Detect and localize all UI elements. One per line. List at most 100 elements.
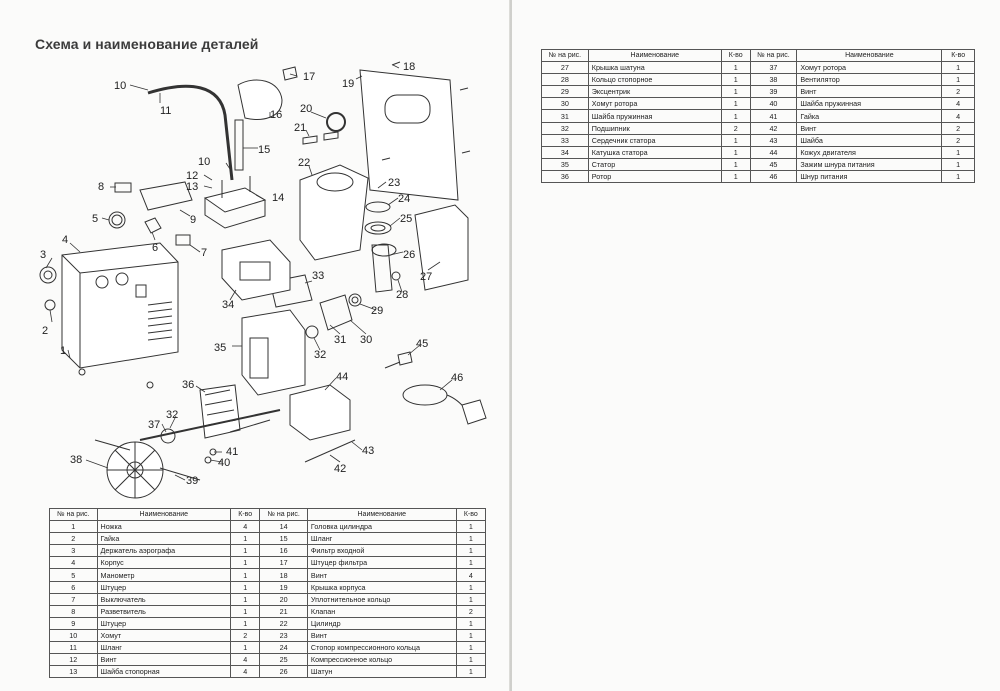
part-number: 1 [49,520,98,534]
col-header-name: Наименование [306,507,457,522]
callout-label: 8 [98,181,104,193]
part-name: Вентилятор [796,73,943,87]
part-qty: 1 [941,73,975,87]
part-number: 16 [259,544,308,558]
callout-label: 3 [40,249,46,261]
callout-label: 36 [182,379,194,391]
part-name: Цилиндр [306,616,457,630]
part-name: Компрессионное кольцо [306,653,457,667]
part-qty: 1 [720,61,751,75]
callout-label: 17 [303,71,315,83]
col-header-num: № на рис. [749,48,798,63]
part-qty: 1 [230,604,261,618]
part-name: Кожух двигателя [796,145,943,159]
part-qty: 1 [455,544,487,558]
part-name: Манометр [96,568,232,582]
part-qty: 1 [720,157,751,171]
part-qty: 4 [455,568,487,582]
part-name: Подшипник [587,121,722,135]
part-number: 31 [541,109,589,123]
callout-label: 44 [336,371,348,383]
part-number: 44 [749,145,798,159]
callout-label: 4 [62,234,68,246]
part-number: 4 [49,556,98,570]
callout-label: 11 [160,105,171,117]
part-number: 27 [541,61,589,75]
part-qty: 4 [941,97,975,111]
callout-label: 9 [190,214,196,226]
part-number: 20 [259,592,308,606]
part-qty: 1 [941,157,975,171]
part-qty: 1 [720,133,751,147]
part-number: 6 [49,580,98,594]
part-name: Фильтр входной [306,544,457,558]
callout-label: 1 [60,345,66,357]
part-name: Хомут ротора [587,97,722,111]
part-number: 29 [541,85,589,99]
callout-label: 28 [396,289,408,301]
callout-label: 6 [152,242,158,254]
part-qty: 1 [455,592,487,606]
housing-part [61,242,179,389]
part-qty: 2 [941,121,975,135]
part-number: 34 [541,145,589,159]
callout-label: 13 [186,181,198,193]
callout-label: 24 [398,193,410,205]
callout-label: 10 [114,80,126,92]
part-qty: 1 [230,568,261,582]
part-number: 17 [259,556,308,570]
part-name: Кольцо стопорное [587,73,722,87]
part-number: 10 [49,628,98,643]
part-name: Гайка [796,109,943,123]
col-header-qty: К-во [455,507,487,522]
part-qty: 4 [941,109,975,123]
col-header-num: № на рис. [259,507,308,522]
callout-label: 43 [362,445,374,457]
callout-label: 40 [218,457,230,469]
part-qty: 1 [720,73,751,87]
part-number: 41 [749,109,798,123]
part-number: 9 [49,616,98,630]
part-qty: 4 [230,653,261,667]
part-name: Стопор компрессионного кольца [306,641,457,655]
part-number: 7 [49,592,98,606]
part-qty: 4 [230,520,261,534]
part-qty: 1 [455,616,487,630]
part-qty: 2 [230,628,261,643]
part-number: 28 [541,73,589,87]
part-number: 5 [49,568,98,582]
part-name: Штуцер [96,580,232,594]
callout-label: 37 [148,419,160,431]
part-qty: 1 [455,628,487,643]
part-qty: 2 [455,604,487,618]
part-name: Хомут ротора [796,61,943,75]
part-number: 35 [541,157,589,171]
part-number: 26 [259,665,308,679]
part-name: Статор [587,157,722,171]
part-name: Шнур питания [796,169,943,184]
part-name: Клапан [306,604,457,618]
part-qty: 1 [455,641,487,655]
part-number: 24 [259,641,308,655]
part-qty: 1 [230,544,261,558]
callout-label: 32 [166,409,178,421]
callout-label: 31 [334,334,346,346]
callout-label: 42 [334,463,346,475]
part-name: Шайба [796,133,943,147]
part-number: 45 [749,157,798,171]
left-page: Схема и наименование деталей [0,0,510,691]
page-gutter [509,0,513,691]
part-name: Шатун [306,665,457,679]
